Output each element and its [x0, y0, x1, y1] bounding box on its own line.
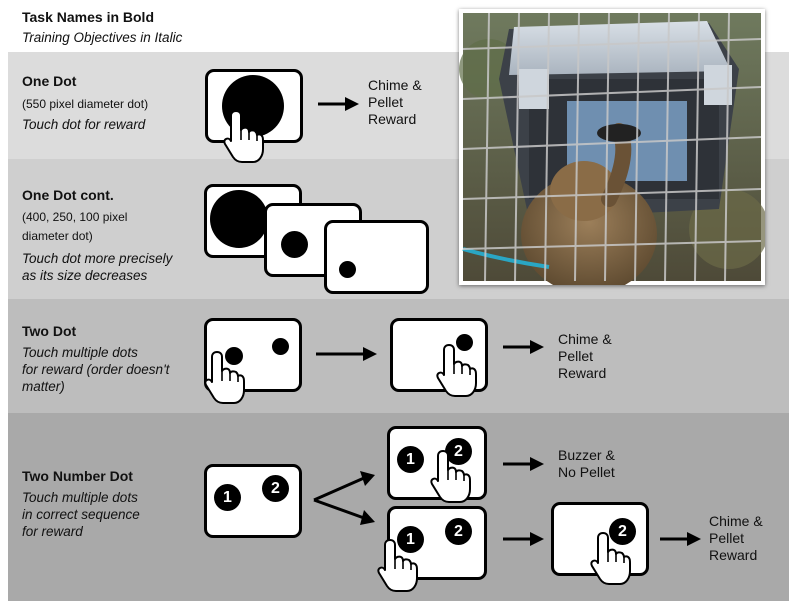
row-one-dot-detail: (550 pixel diameter dot) [22, 97, 149, 111]
touching-hand-icon [430, 450, 471, 503]
branch-arrows [313, 471, 375, 525]
number-dot-1: 1 [397, 526, 424, 553]
right-arrow-icon [503, 339, 546, 355]
number-dot-1: 1 [397, 446, 424, 473]
number-dot-2: 2 [445, 518, 472, 545]
two-number-dot-screen: 1 2 [204, 464, 302, 538]
number-dot-1: 1 [214, 484, 241, 511]
photo-illustration [459, 12, 765, 285]
touching-hand-icon [436, 344, 477, 397]
row-two-dot-name: Two Dot [22, 323, 77, 339]
row-two-number-dot-name: Two Number Dot [22, 468, 133, 484]
dot-100 [339, 261, 356, 278]
row-one-dot-name: One Dot [22, 73, 77, 89]
legend-subtitle: Training Objectives in Italic [22, 30, 183, 45]
number-dot-2: 2 [445, 438, 472, 465]
wrong-order-outcome: Buzzer &No Pellet [558, 447, 615, 480]
dot-remaining [456, 334, 473, 351]
monkey-touchscreen-photo [459, 9, 765, 285]
right-arrow-icon [503, 531, 546, 547]
dot-right [272, 338, 289, 355]
dot-400 [210, 190, 268, 248]
legend-title: Task Names in Bold [22, 9, 155, 25]
right-arrow-icon [318, 96, 361, 112]
touching-hand-icon [204, 351, 245, 404]
dot-250 [281, 231, 308, 258]
number-dot-2: 2 [609, 518, 636, 545]
row-one-dot-cont-name: One Dot cont. [22, 187, 114, 203]
screen-100px-dot [324, 220, 429, 294]
touching-hand-icon [590, 532, 631, 585]
right-arrow-icon [660, 531, 703, 547]
right-arrow-icon [503, 456, 546, 472]
number-dot-2: 2 [262, 475, 289, 502]
row-one-dot-objective: Touch dot for reward [22, 117, 146, 132]
dot-left [225, 347, 243, 365]
touching-hand-icon [223, 110, 264, 163]
touching-hand-icon [377, 539, 418, 592]
right-arrow-icon [316, 347, 377, 361]
